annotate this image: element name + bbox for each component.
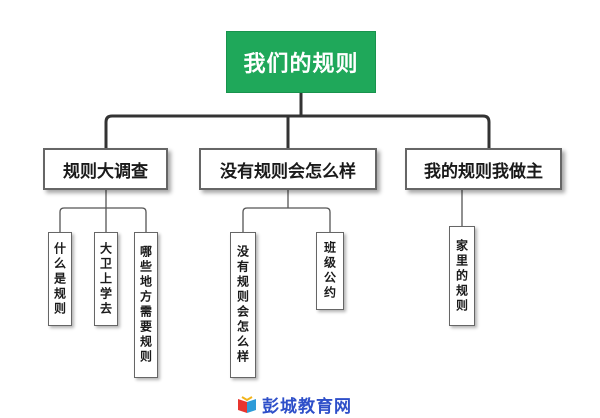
root-bus: [104, 114, 491, 148]
branch-node-survey[interactable]: 规则大调查: [43, 148, 168, 190]
leaf-home-rules[interactable]: 家里的规则: [449, 226, 475, 326]
watermark: 彭城教育网: [236, 392, 352, 417]
leaf-what-are-rules[interactable]: 什么是规则: [48, 232, 72, 326]
leaf-david-goes-to-school[interactable]: 大卫上学去: [94, 232, 118, 326]
watermark-text: 彭城教育网: [262, 397, 352, 417]
leaf-without-rules[interactable]: 没有规则会怎么样: [230, 232, 256, 378]
branch1-bus: [59, 207, 147, 232]
root-node[interactable]: 我们的规则: [226, 31, 376, 93]
branch-node-my-rules[interactable]: 我的规则我做主: [405, 148, 562, 190]
leaf-where-rules-needed[interactable]: 哪些地方需要规则: [134, 232, 158, 378]
branch2-bus: [242, 207, 331, 232]
leaf-class-agreement[interactable]: 班级公约: [316, 232, 344, 310]
branch-node-no-rules[interactable]: 没有规则会怎么样: [199, 148, 377, 190]
book-logo-icon: [238, 395, 256, 413]
